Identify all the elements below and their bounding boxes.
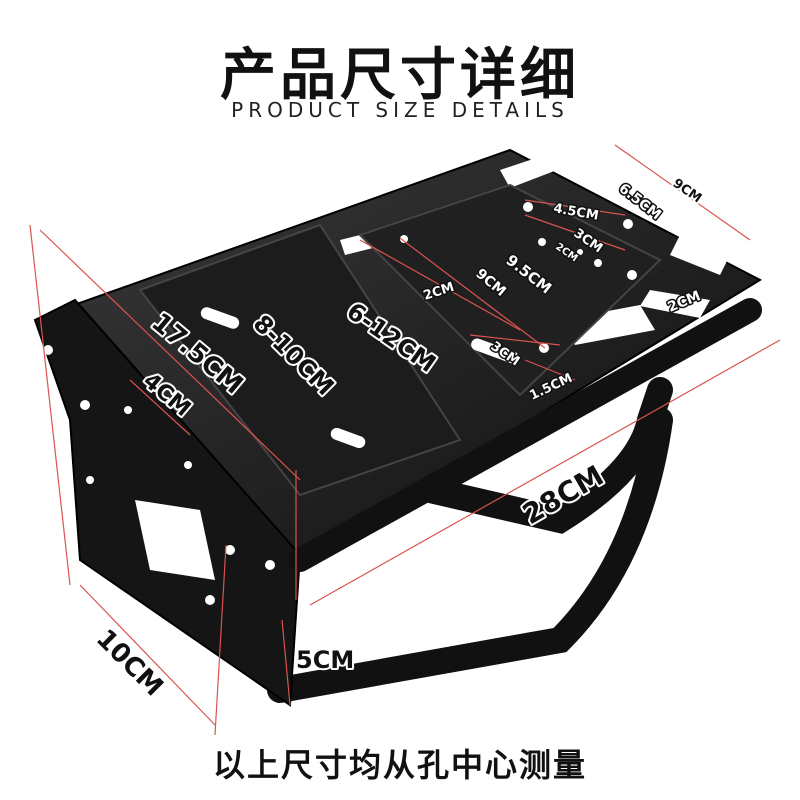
- dimension-lines: [29, 144, 781, 736]
- platform-slot: [500, 150, 570, 188]
- measurement-note: 以上尺寸均从孔中心测量: [212, 746, 587, 784]
- rack-lower-tube-front: [267, 407, 673, 703]
- strap-slot: [330, 427, 366, 449]
- dim-5cm: 5CM: [296, 646, 354, 674]
- platform-slot: [560, 305, 655, 345]
- dim-9cm: 9CM: [670, 176, 704, 206]
- top-plate: [358, 183, 662, 397]
- plate-slot: [471, 338, 519, 364]
- plate-holes: [400, 202, 637, 353]
- platform-slot: [670, 235, 730, 275]
- bracket-cutout: [135, 500, 215, 580]
- platform-slot: [640, 290, 710, 318]
- page-subtitle: PRODUCT SIZE DETAILS: [231, 98, 569, 122]
- rack: [33, 148, 763, 707]
- strap-slot: [200, 307, 240, 329]
- rack-side-rail: [288, 298, 762, 572]
- bracket-holes: [43, 345, 275, 605]
- page-title: 产品尺寸详细: [220, 43, 580, 108]
- clamp-strap: [138, 223, 462, 497]
